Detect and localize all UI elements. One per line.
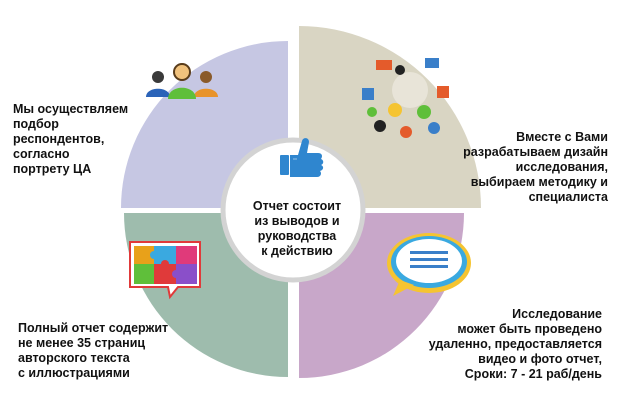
text-line: Мы осуществляем xyxy=(13,102,129,116)
puzzle-speech-bubble-icon xyxy=(129,241,201,300)
text-bottom-right: Исследование может быть проведено удален… xyxy=(429,307,602,382)
text-top-left: Мы осуществляем подбор респондентов, сог… xyxy=(13,102,128,177)
text-line: может быть проведено xyxy=(457,322,602,336)
thumbs-up-icon xyxy=(280,138,324,177)
text-line: с иллюстрациями xyxy=(18,366,130,380)
text-top-right: Вместе с Вами разрабатываем дизайн иссле… xyxy=(463,130,608,205)
people-group-icon xyxy=(146,63,218,99)
text-line: выбираем методику и xyxy=(470,175,608,189)
text-line: Сроки: 7 - 21 раб/день xyxy=(464,367,602,381)
team-collaboration-icon xyxy=(362,58,449,138)
text-line: не менее 35 страниц xyxy=(18,336,146,350)
text-line: Вместе с Вами xyxy=(516,130,608,144)
text-line: Исследование xyxy=(512,307,602,321)
center-text: Отчет состоит из выводов и руководства к… xyxy=(232,199,362,259)
text-line: согласно xyxy=(13,147,70,161)
text-line: разрабатываем дизайн xyxy=(463,145,608,159)
text-line: Отчет состоит xyxy=(252,199,342,213)
chat-bubble-icon xyxy=(387,233,471,296)
text-line: портрету ЦА xyxy=(13,162,92,176)
text-line: к действию xyxy=(261,244,333,258)
text-line: респондентов, xyxy=(13,132,105,146)
text-bottom-left: Полный отчет содержит не менее 35 страни… xyxy=(18,321,168,381)
text-line: исследования, xyxy=(515,160,608,174)
text-line: подбор xyxy=(13,117,59,131)
text-line: видео и фото отчет, xyxy=(478,352,602,366)
center-circle xyxy=(220,137,366,283)
text-line: из выводов и xyxy=(254,214,340,228)
text-line: авторского текста xyxy=(18,351,130,365)
text-line: удаленно, предоставляется xyxy=(428,337,602,351)
text-line: Полный отчет содержит xyxy=(18,321,169,335)
text-line: специалиста xyxy=(528,190,608,204)
text-line: руководства xyxy=(257,229,337,243)
